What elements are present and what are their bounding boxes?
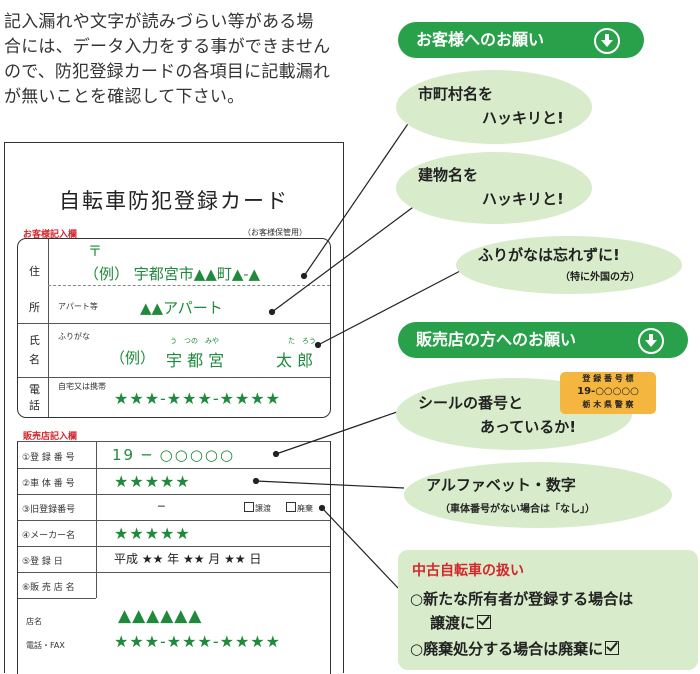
furigana-label: ふりがな <box>58 332 90 341</box>
row-label: ②車 体 番 号 <box>22 479 75 489</box>
down-arrow-icon <box>594 28 620 54</box>
address-value: （例） 宇都宮市▲▲町▲-▲ <box>84 265 260 283</box>
shop-phone-value: ★★★-★★★-★★★★ <box>114 632 281 651</box>
sticker-line: 19-○○○○○ <box>577 386 639 397</box>
phone-value: ★★★-★★★-★★★★ <box>114 389 281 408</box>
address-label: 住 <box>29 265 40 278</box>
body-number: ★★★★★ <box>114 472 191 491</box>
connector-building <box>271 195 429 313</box>
customer-box: 住 所 〒 （例） 宇都宮市▲▲町▲-▲ アパート等 ▲▲アパート 氏 名 ふり… <box>17 238 331 418</box>
shop-name-label: 店名 <box>26 617 42 626</box>
bubble-furigana: ふりがなは忘れずに! （特に外国の方） <box>456 236 682 294</box>
name-value: 太 郎 <box>276 351 314 370</box>
connector-dot <box>300 272 308 280</box>
bubble-furigana-line: ふりがなは忘れずに! <box>478 246 620 264</box>
intro-line: ので、防犯登録カードの各項目に記載漏れ <box>4 62 331 82</box>
bubble-city-line: 市町村名を <box>418 85 494 103</box>
connector-alphanumeric <box>255 480 405 489</box>
dispose-option: 廃棄 <box>286 502 313 514</box>
bubble-alphanumeric: アルファベット・数字 （車体番号がない場合は「なし」） <box>404 462 672 528</box>
row-label: ③旧登録番号 <box>22 505 76 515</box>
shop-phone-label: 電話・FAX <box>26 641 65 650</box>
used-bicycle-title: 中古自転車の扱い <box>412 563 524 579</box>
customer-section-label: お客様記入欄 <box>23 230 78 240</box>
phone-label: 電 <box>29 383 40 396</box>
bubble-alphanumeric-line: アルファベット・数字 <box>426 476 576 494</box>
connector-city <box>303 111 417 277</box>
transfer-label: 譲渡 <box>255 504 271 513</box>
postal-mark: 〒 <box>88 244 102 260</box>
shop-table: ①登 録 番 号 19 ─ ○○○○○ ②車 体 番 号 ★★★★★ ③旧登録番… <box>17 441 331 674</box>
bubble-building-line: 建物名を <box>418 166 479 184</box>
used-bicycle-transfer: 譲渡に <box>430 612 492 633</box>
shop-section-label: 販売店記入欄 <box>23 432 78 442</box>
dispose-label: 廃棄 <box>297 504 313 513</box>
shop-request-title: 販売店の方へのお願い <box>416 330 577 349</box>
name-ruby: た ろう <box>288 337 316 345</box>
apartment-label: アパート等 <box>58 302 98 311</box>
registration-number: 19 ─ ○○○○○ <box>112 446 236 464</box>
bubble-city: 市町村名を ハッキリと! <box>396 70 592 144</box>
phone-note: 自宅又は携帯 <box>58 382 106 391</box>
shop-name-value: ▲▲▲▲▲▲ <box>118 606 203 626</box>
intro-line: 合には、データ入力をする事ができません <box>4 37 331 57</box>
name-ruby: う つの みや <box>170 337 219 345</box>
connector-furigana <box>317 269 463 346</box>
maker-name: ★★★★★ <box>114 524 191 543</box>
bubble-sticker-line: シールの番号と <box>418 394 524 412</box>
name-label: 名 <box>29 353 40 366</box>
customer-request-header: お客様へのお願い <box>398 22 644 58</box>
name-value: 宇 都 宮 <box>166 351 225 370</box>
row-label: ⑥販 売 店 名 <box>22 583 75 593</box>
phone-label: 話 <box>29 399 40 412</box>
customer-request-title: お客様へのお願い <box>416 30 545 49</box>
connector-dot <box>272 450 280 458</box>
used-bicycle-dispose: ○廃棄処分する場合は廃棄に <box>410 638 620 659</box>
bubble-alphanumeric-note: （車体番号がない場合は「なし」） <box>440 504 595 515</box>
connector-dot <box>268 308 276 316</box>
checkbox-icon <box>286 502 296 512</box>
bubble-sticker-line: あっているか! <box>480 418 577 436</box>
registration-sticker: 登 録 番 号 標 19-○○○○○ 栃 木 県 警 察 <box>560 372 656 414</box>
bubble-city-line: ハッキリと! <box>482 109 564 127</box>
intro-text: 記入漏れや文字が読みづらい等がある場 合には、データ入力をする事ができません の… <box>4 10 384 110</box>
address-label: 所 <box>29 301 40 314</box>
copy-note: （お客様保管用） <box>243 228 307 237</box>
used-bicycle-box: 中古自転車の扱い ○新たな所有者が登録する場合は 譲渡に ○廃棄処分する場合は廃… <box>398 550 698 670</box>
row-label: ④メーカー名 <box>22 531 76 541</box>
used-bicycle-line: 譲渡に <box>430 614 476 632</box>
used-bicycle-line: ○新たな所有者が登録する場合は <box>410 590 634 608</box>
connector-dot <box>252 477 260 485</box>
shop-request-header: 販売店の方へのお願い <box>398 322 688 358</box>
bubble-building-line: ハッキリと! <box>482 190 564 208</box>
bubble-furigana-note: （特に外国の方） <box>560 272 640 283</box>
connector-used <box>321 507 399 589</box>
intro-line: 記入漏れや文字が読みづらい等がある場 <box>4 12 314 32</box>
connector-dot <box>314 341 322 349</box>
apartment-value: ▲▲アパート <box>140 299 223 317</box>
name-label: 氏 <box>29 334 40 347</box>
bubble-building: 建物名を ハッキリと! <box>396 152 592 224</box>
used-bicycle-line: ○廃棄処分する場合は廃棄に <box>410 640 604 658</box>
old-number: ─ <box>158 500 165 513</box>
card-title: 自転車防犯登録カード <box>59 189 289 213</box>
checkbox-checked-icon <box>477 615 492 629</box>
registration-date: 平成 ★★ 年 ★★ 月 ★★ 日 <box>114 550 261 567</box>
name-prefix: （例） <box>110 349 156 367</box>
sticker-line: 登 録 番 号 標 <box>582 374 634 383</box>
down-arrow-icon <box>638 328 664 354</box>
row-label: ①登 録 番 号 <box>22 453 75 463</box>
intro-line: が無いことを確認して下さい。 <box>4 87 245 107</box>
connector-dot <box>318 504 326 512</box>
checkbox-icon <box>244 502 254 512</box>
transfer-option: 譲渡 <box>244 502 271 514</box>
registration-date-value: 平成 ★★ 年 ★★ 月 ★★ 日 <box>114 552 262 566</box>
row-label: ⑤登 録 日 <box>22 557 63 567</box>
checkbox-checked-icon <box>605 641 620 655</box>
sticker-line: 栃 木 県 警 察 <box>582 400 634 409</box>
registration-card: 自転車防犯登録カード お客様記入欄 （お客様保管用） 住 所 〒 （例） 宇都宮… <box>4 142 344 674</box>
